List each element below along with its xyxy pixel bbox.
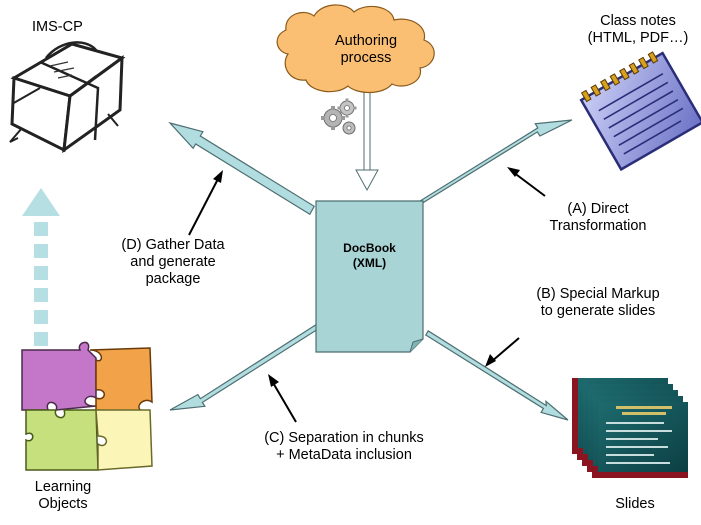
pointer-c bbox=[271, 380, 297, 423]
arrow-authoring-to-docbook bbox=[355, 79, 379, 192]
edge-b-line-2: to generate slides bbox=[540, 303, 656, 319]
slides-label: Slides bbox=[615, 496, 655, 512]
edge-c-label: (C) Separation in chunks + MetaData incl… bbox=[244, 430, 444, 464]
class-notes-line-2: (HTML, PDF…) bbox=[587, 30, 689, 46]
authoring-line-2: process bbox=[340, 50, 392, 66]
edge-b-line-1: (B) Special Markup bbox=[536, 286, 660, 302]
learning-objects-label: Learning Objects bbox=[18, 479, 108, 513]
authoring-line-1: Authoring bbox=[334, 33, 398, 49]
arrow-to-learning-objects bbox=[169, 323, 321, 411]
puzzle-icon bbox=[21, 341, 153, 471]
class-notes-line-1: Class notes bbox=[600, 13, 676, 29]
pointer-d bbox=[188, 176, 220, 236]
arrow-to-ims-cp bbox=[168, 121, 316, 216]
edge-a-line-2: Transformation bbox=[549, 218, 647, 234]
learning-objects-line-1: Learning bbox=[34, 479, 92, 495]
edge-d-label: (D) Gather Data and generate package bbox=[108, 237, 238, 288]
dashed-arrow-objects-to-package bbox=[22, 188, 60, 346]
pointer-b bbox=[490, 337, 520, 363]
class-notes-label: Class notes (HTML, PDF…) bbox=[580, 13, 696, 47]
edge-c-line-1: (C) Separation in chunks bbox=[264, 430, 424, 446]
authoring-process-label: Authoring process bbox=[316, 33, 416, 67]
edge-b-label: (B) Special Markup to generate slides bbox=[508, 286, 688, 320]
docbook-line-1: DocBook bbox=[343, 241, 396, 255]
gears-icon bbox=[321, 98, 357, 135]
docbook-document bbox=[315, 200, 424, 353]
arrow-to-slides bbox=[424, 330, 569, 421]
pointer-a bbox=[512, 171, 546, 197]
edge-c-line-2: + MetaData inclusion bbox=[276, 447, 412, 463]
edge-d-line-2: and generate bbox=[130, 254, 216, 270]
slides-icon bbox=[572, 378, 688, 478]
package-icon bbox=[9, 41, 126, 154]
ims-cp-label: IMS-CP bbox=[32, 19, 83, 35]
docbook-label: DocBook (XML) bbox=[316, 241, 423, 271]
edge-a-line-1: (A) Direct bbox=[567, 201, 629, 217]
edge-a-label: (A) Direct Transformation bbox=[518, 201, 678, 235]
notepad-icon bbox=[579, 51, 701, 172]
authoring-cloud bbox=[276, 4, 435, 94]
arrow-to-class-notes bbox=[419, 119, 573, 204]
learning-objects-line-2: Objects bbox=[38, 496, 88, 512]
docbook-line-2: (XML) bbox=[352, 256, 387, 270]
edge-d-line-3: package bbox=[145, 271, 201, 287]
edge-d-line-1: (D) Gather Data bbox=[121, 237, 225, 253]
